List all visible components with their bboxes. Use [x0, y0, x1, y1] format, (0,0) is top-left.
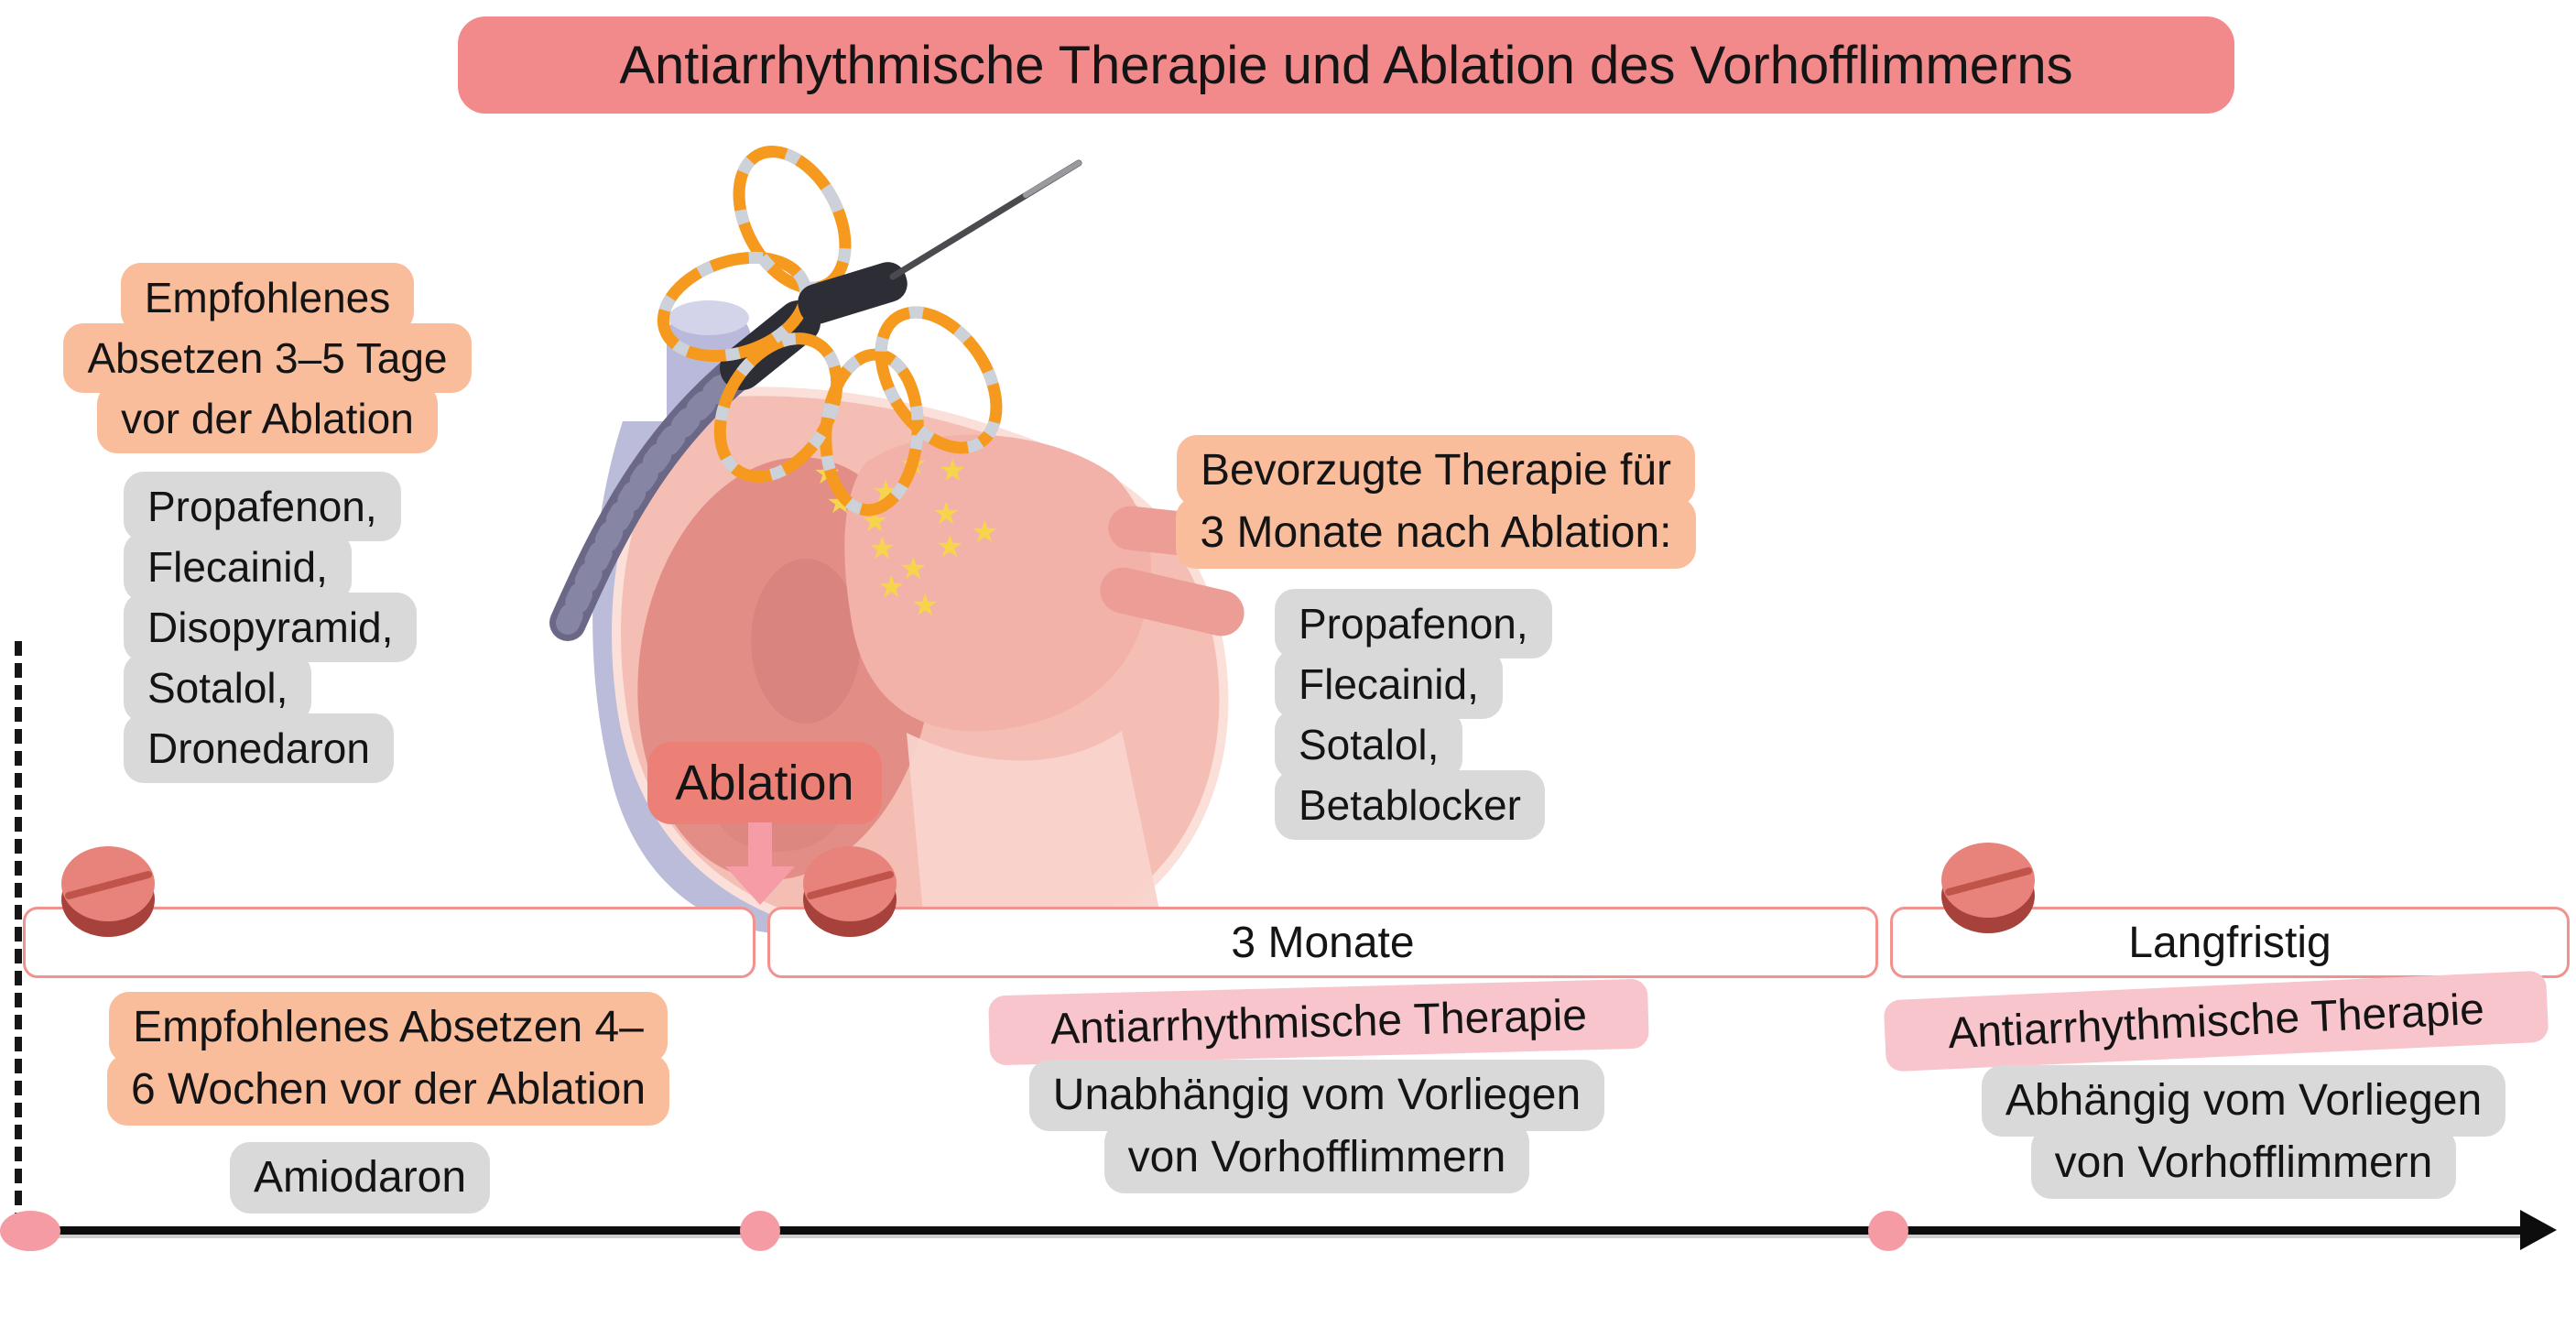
therapy-note-langfristig: Abhängig vom Vorliegen von Vorhofflimmer…	[1960, 1065, 2527, 1199]
time-axis-arrowhead	[2520, 1210, 2557, 1250]
note-line: 6 Wochen vor der Ablation	[106, 1054, 670, 1126]
note-line: Empfohlenes	[120, 263, 415, 332]
drug-item: Amiodaron	[229, 1142, 491, 1214]
timeline-start-dotted-line	[15, 641, 22, 1227]
svg-text:★: ★	[932, 495, 960, 532]
amiodaron-stop-note: Empfohlenes Absetzen 4– 6 Wochen vor der…	[58, 992, 719, 1126]
pill-icon	[1941, 843, 2035, 933]
drug-item: Propafenon,	[1275, 589, 1552, 658]
segment-label: 3 Monate	[1231, 918, 1415, 967]
page-title: Antiarrhythmische Therapie und Ablation …	[458, 16, 2234, 114]
drug-item: Betablocker	[1275, 770, 1545, 840]
time-axis-line	[20, 1226, 2529, 1235]
note-line: Unabhängig vom Vorliegen	[1028, 1060, 1605, 1131]
drug-item: Sotalol,	[1275, 710, 1463, 779]
pill-icon	[61, 846, 155, 937]
ablation-down-arrow	[725, 822, 795, 905]
pill-icon	[803, 846, 897, 937]
therapy-note-3-monate: Unabhängig vom Vorliegen von Vorhofflimm…	[1005, 1060, 1628, 1193]
pre-ablation-drug-list: Propafenon, Flecainid, Disopyramid, Sota…	[124, 472, 418, 783]
post-ablation-preferred-therapy-note: Bevorzugte Therapie für 3 Monate nach Ab…	[1129, 435, 1743, 569]
therapy-tag-3-monate: Antiarrhythmische Therapie	[988, 978, 1649, 1066]
note-line: von Vorhofflimmern	[1103, 1122, 1530, 1193]
therapy-tag-langfristig: Antiarrhythmische Therapie	[1883, 970, 2549, 1072]
svg-text:★: ★	[939, 452, 966, 489]
left-atrium	[844, 434, 1152, 732]
timeline-segment-3-monate: 3 Monate	[767, 907, 1878, 978]
post-ablation-drug-list: Propafenon, Flecainid, Sotalol, Betabloc…	[1275, 589, 1552, 840]
note-line: 3 Monate nach Ablation:	[1176, 497, 1696, 569]
svg-text:★: ★	[868, 530, 896, 567]
ventricle-wall	[907, 731, 1163, 934]
note-line: Absetzen 3–5 Tage	[63, 323, 472, 393]
time-axis-dot-start	[0, 1211, 60, 1251]
svg-text:★: ★	[899, 550, 927, 587]
note-line: von Vorhofflimmern	[2030, 1127, 2457, 1199]
note-line: Bevorzugte Therapie für	[1176, 435, 1696, 506]
drug-item: Sotalol,	[124, 653, 312, 723]
ablation-label: Ablation	[647, 742, 882, 824]
drug-item: Flecainid,	[1275, 649, 1503, 719]
drug-item: Disopyramid,	[124, 593, 418, 662]
time-axis-dot-ablation	[740, 1211, 780, 1251]
note-line: Abhängig vom Vorliegen	[1981, 1065, 2506, 1137]
svg-text:★: ★	[911, 587, 939, 624]
drug-item: Flecainid,	[124, 532, 352, 602]
drug-item: Propafenon,	[124, 472, 401, 541]
svg-text:★: ★	[971, 514, 998, 550]
amiodaron-drug: Amiodaron	[209, 1142, 511, 1214]
time-axis-dot-3-monate-end	[1868, 1211, 1908, 1251]
catheter-hub	[798, 262, 908, 324]
note-line: Empfohlenes Absetzen 4–	[109, 992, 668, 1063]
drug-item: Dronedaron	[124, 713, 394, 783]
note-line: vor der Ablation	[97, 384, 438, 453]
pre-ablation-3-5-days-note: Empfohlenes Absetzen 3–5 Tage vor der Ab…	[29, 263, 505, 453]
svg-text:★: ★	[877, 569, 905, 605]
segment-label: Langfristig	[2128, 918, 2331, 967]
svg-text:★: ★	[936, 528, 963, 565]
catheter-electrode-bands	[657, 146, 1003, 517]
